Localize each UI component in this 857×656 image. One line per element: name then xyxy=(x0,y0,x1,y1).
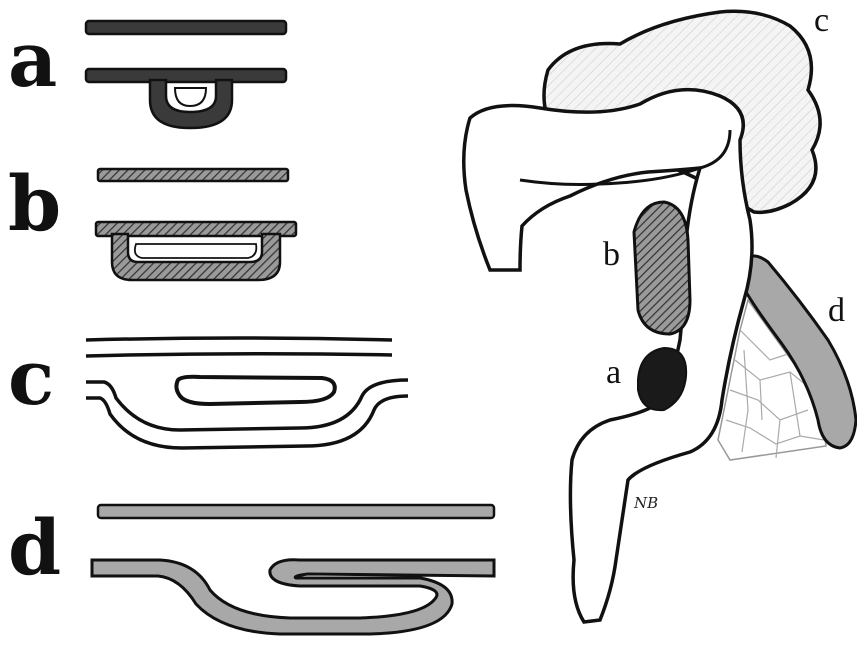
panel-label-a: a xyxy=(8,22,57,98)
panel-a-schematic xyxy=(86,21,286,128)
panel-d-schematic xyxy=(92,505,494,634)
anatomy-label-c: c xyxy=(814,4,829,38)
panel-b-schematic xyxy=(96,169,296,280)
panel-label-c: c xyxy=(8,340,54,416)
anatomy-label-b: b xyxy=(603,238,620,272)
anatomy-label-d: d xyxy=(828,294,845,328)
panel-c-schematic xyxy=(86,338,408,448)
panel-label-d: d xyxy=(8,510,61,586)
panel-label-b: b xyxy=(8,166,61,242)
stomach-anatomy-illustration xyxy=(464,11,856,622)
artist-signature: NB xyxy=(634,494,658,512)
anatomy-label-a: a xyxy=(606,356,621,390)
band-b xyxy=(634,202,690,334)
